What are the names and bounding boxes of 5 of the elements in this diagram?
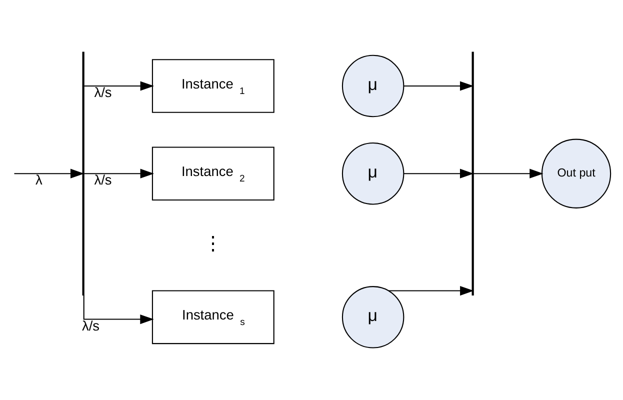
edge-label: λ/s xyxy=(94,172,112,188)
edge-label: λ/s xyxy=(81,318,99,334)
label: ⋮ xyxy=(203,234,222,256)
edge-label: λ xyxy=(35,172,42,188)
edge-label: λ/s xyxy=(94,84,112,100)
